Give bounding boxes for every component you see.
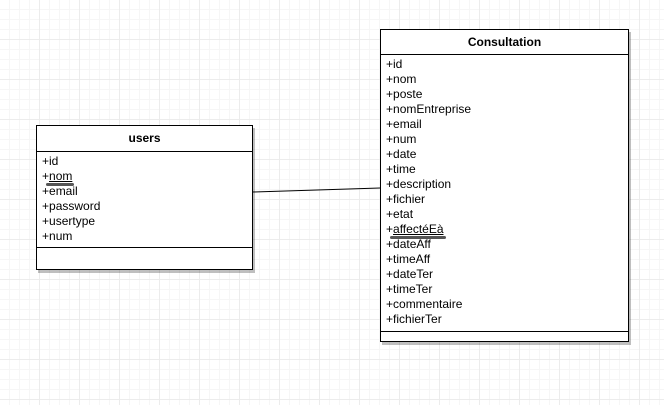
attribute-visibility: + [42,199,50,213]
attribute-row[interactable]: +num [386,132,628,147]
attribute-row-key[interactable]: +nom [42,169,252,184]
attribute-visibility: + [386,267,394,281]
attribute-name: password [49,199,101,213]
attribute-name: nomEntreprise [393,102,472,116]
attribute-visibility: + [386,162,394,176]
attribute-name: email [49,184,78,198]
attribute-visibility: + [386,177,394,191]
attribute-visibility: + [386,252,394,266]
attribute-name: id [393,57,403,71]
attribute-row[interactable]: +description [386,177,628,192]
attribute-name: time [393,162,416,176]
attribute-row[interactable]: +num [42,229,252,244]
attribute-name: description [393,177,452,191]
attribute-visibility: + [386,132,394,146]
attribute-name: dateTer [393,267,434,281]
attribute-name: poste [393,87,423,101]
class-consultation-title: Consultation [381,30,628,55]
attribute-name: fichierTer [393,312,442,326]
attribute-name: num [393,132,417,146]
attribute-row[interactable]: +password [42,199,252,214]
attribute-row[interactable]: +commentaire [386,297,628,312]
attribute-row[interactable]: +etat [386,207,628,222]
attribute-name: commentaire [393,297,463,311]
attribute-visibility: + [386,222,394,236]
attribute-visibility: + [386,297,394,311]
attribute-visibility: + [386,72,394,86]
attribute-visibility: + [42,154,50,168]
attribute-row[interactable]: +date [386,147,628,162]
attribute-name: num [49,229,73,243]
attribute-row[interactable]: +dateAff [386,237,628,252]
attribute-visibility: + [42,229,50,243]
attribute-row[interactable]: +dateTer [386,267,628,282]
class-users[interactable]: users +id+nom+email+password+usertype+nu… [36,125,253,270]
attribute-row[interactable]: +fichier [386,192,628,207]
attribute-name: email [393,117,422,131]
attribute-visibility: + [386,147,394,161]
attribute-name: fichier [393,192,426,206]
attribute-row[interactable]: +poste [386,87,628,102]
attribute-visibility: + [42,184,50,198]
attribute-visibility: + [386,87,394,101]
attribute-name: timeTer [393,282,433,296]
attribute-visibility: + [42,169,50,183]
attribute-visibility: + [386,312,394,326]
attribute-name: timeAff [393,252,431,266]
attribute-visibility: + [386,192,394,206]
attribute-row[interactable]: +email [386,117,628,132]
attribute-name: usertype [49,214,96,228]
attribute-row[interactable]: +usertype [42,214,252,229]
class-consultation-attributes: +id+nom+poste+nomEntreprise+email+num+da… [381,55,628,332]
attribute-row[interactable]: +timeTer [386,282,628,297]
attribute-row[interactable]: +time [386,162,628,177]
attribute-visibility: + [386,117,394,131]
attribute-row[interactable]: +timeAff [386,252,628,267]
class-users-title: users [37,126,252,152]
class-consultation[interactable]: Consultation +id+nom+poste+nomEntreprise… [380,29,629,342]
attribute-visibility: + [42,214,50,228]
attribute-row-key[interactable]: +affectéEà [386,222,628,237]
attribute-name: dateAff [393,237,431,251]
attribute-row[interactable]: +id [42,154,252,169]
attribute-row[interactable]: +email [42,184,252,199]
attribute-row[interactable]: +nomEntreprise [386,102,628,117]
attribute-row[interactable]: +nom [386,72,628,87]
attribute-name: affectéEà [393,222,444,236]
attribute-visibility: + [386,57,394,71]
attribute-row[interactable]: +id [386,57,628,72]
attribute-visibility: + [386,207,394,221]
attribute-name: nom [393,72,417,86]
attribute-visibility: + [386,282,394,296]
attribute-name: date [393,147,417,161]
attribute-name: id [49,154,59,168]
class-users-attributes: +id+nom+email+password+usertype+num [37,152,252,248]
attribute-name: nom [49,169,73,183]
attribute-visibility: + [386,237,394,251]
attribute-visibility: + [386,102,394,116]
attribute-row[interactable]: +fichierTer [386,312,628,327]
association-line-users-consultation[interactable] [252,187,381,193]
attribute-name: etat [393,207,414,221]
